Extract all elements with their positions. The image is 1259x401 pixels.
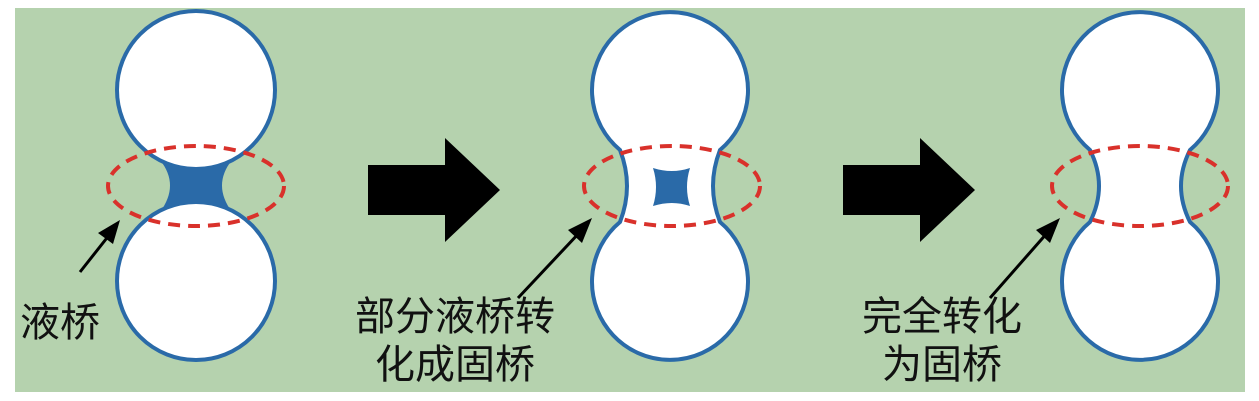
stage-label-line: 液桥 [20,300,100,346]
stage-label-line: 化成固桥 [375,342,535,388]
stage-liquid-bridge: 液桥 [20,9,286,362]
process-arrow-icon [368,138,500,242]
neck-highlight-ellipse [106,144,286,228]
sintered-particles [1060,10,1220,362]
neck-highlight-ellipse [1050,144,1230,228]
pointer-arrow [516,218,592,300]
stage-full-solid-bridge: 完全转化 为固桥 [862,10,1230,388]
pointer-arrow [988,218,1060,299]
stage-label-line: 为固桥 [882,342,1002,388]
stage-partial-solid-bridge: 部分液桥转 化成固桥 [355,10,762,388]
neck-highlight-ellipse [582,144,762,228]
stage-label-line: 完全转化 [862,294,1022,340]
process-arrow-icon [843,138,975,242]
particle-bottom [115,200,277,362]
liquid-bridge [160,160,232,212]
stage-label-line: 部分液桥转 [355,294,555,340]
particle-top [115,9,277,171]
residual-liquid-bridge [653,168,690,206]
pointer-arrow [78,220,120,273]
